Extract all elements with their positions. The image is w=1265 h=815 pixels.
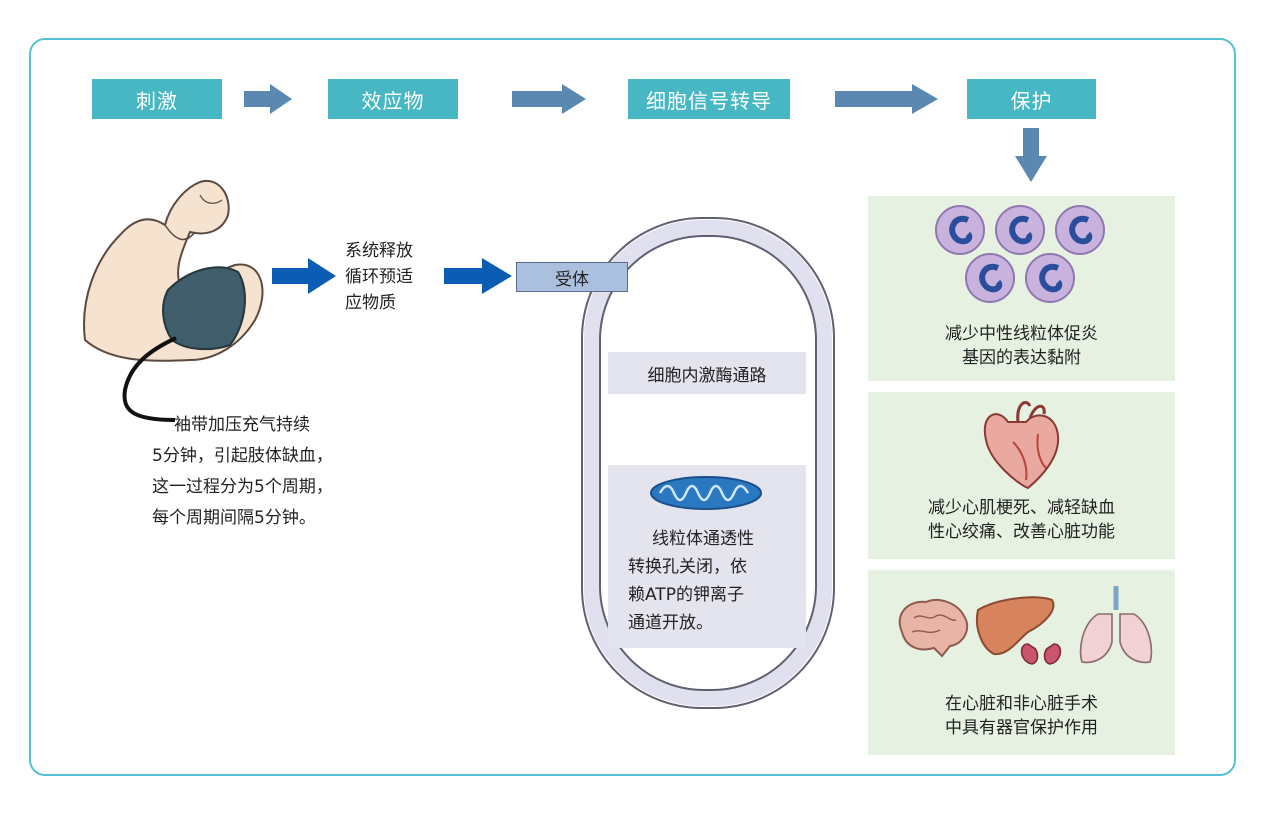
neutrophil-cells-icon: [935, 205, 1105, 303]
arrow-signal-to-protection: [835, 84, 938, 114]
arrow-stimulus-to-effector: [244, 84, 292, 114]
release-text: 系统释放 循环预适 应物质: [345, 238, 413, 316]
organs-icon: [898, 586, 1153, 665]
mitochondria-box: 线粒体通透性 转换孔关闭，依 赖ATP的钾离子 通道开放。: [608, 465, 806, 648]
outcome-line: 在心脏和非心脏手术: [945, 694, 1098, 714]
kinase-pathway-label: 细胞内激酶通路: [647, 365, 767, 386]
stage-signal-label: 细胞信号转导: [646, 88, 772, 113]
stage-signal-transduction: 细胞信号转导: [628, 79, 790, 119]
stimulus-description: 袖带加压充气持续 5分钟，引起肢体缺血， 这一过程分为5个周期， 每个周期间隔5…: [152, 410, 333, 534]
outcome-text: 减少中性线粒体促炎 基因的表达黏附: [868, 322, 1175, 370]
mito-line: 通道开放。: [628, 613, 713, 633]
stimulus-line: 这一过程分为5个周期，: [152, 477, 333, 497]
release-line: 循环预适: [345, 267, 413, 287]
arrow-arm-to-release: [272, 258, 336, 294]
arrow-protection-down: [1015, 128, 1047, 182]
outcome-line: 中具有器官保护作用: [945, 718, 1098, 738]
receptor-box: 受体: [516, 262, 628, 292]
mito-line: 线粒体通透性: [652, 529, 754, 549]
stimulus-line: 5分钟，引起肢体缺血，: [152, 446, 333, 466]
outcome-panel-neutrophil: 减少中性线粒体促炎 基因的表达黏附: [868, 196, 1175, 381]
kinase-pathway-box: 细胞内激酶通路: [608, 352, 806, 394]
heart-icon: [983, 401, 1060, 490]
outcome-panel-organs: 在心脏和非心脏手术 中具有器官保护作用: [868, 570, 1175, 755]
stage-stimulus: 刺激: [92, 79, 222, 119]
outcome-text: 在心脏和非心脏手术 中具有器官保护作用: [868, 692, 1175, 740]
receptor-label: 受体: [555, 269, 589, 290]
stage-stimulus-label: 刺激: [136, 88, 178, 113]
release-line: 应物质: [345, 293, 396, 313]
outcome-panel-heart: 减少心肌梗死、减轻缺血 性心绞痛、改善心脏功能: [868, 392, 1175, 559]
stimulus-line: 每个周期间隔5分钟。: [152, 508, 316, 528]
release-line: 系统释放: [345, 241, 413, 261]
arrow-effector-to-signal: [512, 84, 586, 114]
mitochondria-text: 线粒体通透性 转换孔关闭，依 赖ATP的钾离子 通道开放。: [628, 525, 798, 637]
stimulus-line: 袖带加压充气持续: [174, 415, 310, 435]
diagram-frame: [29, 38, 1236, 776]
outcome-line: 减少中性线粒体促炎: [945, 324, 1098, 344]
stage-protection: 保护: [967, 79, 1096, 119]
outcome-text: 减少心肌梗死、减轻缺血 性心绞痛、改善心脏功能: [868, 496, 1175, 544]
stage-protection-label: 保护: [1010, 88, 1053, 113]
mito-line: 转换孔关闭，依: [628, 557, 747, 577]
outcome-line: 性心绞痛、改善心脏功能: [928, 522, 1115, 542]
stage-effector: 效应物: [328, 79, 458, 119]
mito-line: 赖ATP的钾离子: [628, 585, 744, 605]
arrow-release-to-receptor: [444, 258, 512, 294]
outcome-line: 基因的表达黏附: [962, 348, 1081, 368]
stage-effector-label: 效应物: [361, 88, 425, 113]
arm-with-cuff-illustration: [83, 179, 264, 422]
mitochondrion-icon: [650, 476, 762, 510]
outcome-line: 减少心肌梗死、减轻缺血: [928, 498, 1115, 518]
